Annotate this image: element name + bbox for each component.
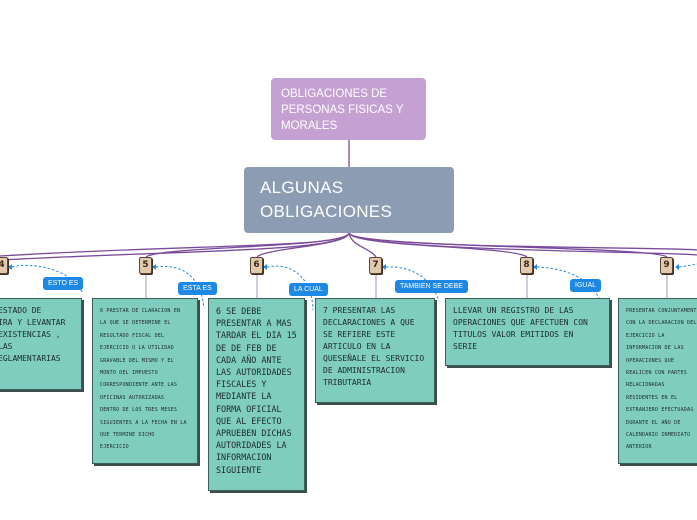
connector-branch-9c [348,232,697,256]
relation-tag-5[interactable]: ESTA ES [178,282,217,295]
number-badge-5[interactable]: 5 [139,257,152,274]
connector-branch-8 [348,232,528,258]
obligation-box-9[interactable]: PRESENTAR CONJUNTAMENTE CON LA DECLARACI… [618,298,697,464]
number-badge-6[interactable]: 6 [250,257,263,274]
obligation-text-7: 7 PRESENTAR LAS DECLARACIONES A QUE SE R… [323,306,425,387]
relation-tag-4[interactable]: ESTO ES [43,277,84,290]
relation-arrow-5 [155,265,205,309]
number-badge-4[interactable]: 4 [0,257,8,274]
relation-arrowhead-5 [152,264,156,270]
relation-arrow-8 [536,266,601,301]
number-badge-9[interactable]: 9 [660,257,673,274]
connector-branch-9b [348,232,697,251]
obligation-box-5[interactable]: 6 PRESTAR DE CLARACION EN LA QUE SE DETE… [92,298,198,464]
relation-arrow-6 [266,265,314,311]
relation-tag-7[interactable]: TAMBIEN SE DEBE [395,280,468,293]
relation-arrowhead-6 [263,264,267,270]
top-node-label: OBLIGACIONES DE PERSONAS FISICAS Y MORAL… [281,88,404,132]
relation-arrow-4 [11,264,83,293]
connector-branch-7 [348,232,377,258]
obligation-text-8: LLEVAR UN REGISTRO DE LAS OPERACIONES QU… [453,306,588,351]
obligation-box-6[interactable]: 6 SE DEBE PRESENTAR A MAS TARDAR EL DIA … [208,298,305,491]
obligation-text-9: PRESENTAR CONJUNTAMENTE CON LA DECLARACI… [626,308,697,451]
obligation-box-7[interactable]: 7 PRESENTAR LAS DECLARACIONES A QUE SE R… [315,298,435,403]
connector-branch-9 [348,232,668,258]
connector-branch-6 [256,232,350,258]
obligation-box-8[interactable]: LLEVAR UN REGISTRO DE LAS OPERACIONES QU… [445,298,610,366]
relation-arrow-9 [678,263,697,268]
connector-branch-5 [145,232,350,258]
obligation-text-4: ESTADO DE IRA Y LEVANTAR EXISTENCIAS , L… [0,306,66,363]
relation-arrowhead-7 [382,264,386,270]
main-node[interactable]: ALGUNAS OBLIGACIONES [244,167,454,233]
relation-tag-6[interactable]: LA CUAL [289,283,328,296]
obligation-box-4[interactable]: ESTADO DE IRA Y LEVANTAR EXISTENCIAS , L… [0,298,82,390]
main-node-label: ALGUNAS OBLIGACIONES [260,178,393,221]
relation-tag-8[interactable]: IGUAL [570,279,602,292]
obligation-text-6: 6 SE DEBE PRESENTAR A MAS TARDAR EL DIA … [216,306,297,475]
obligation-text-5: 6 PRESTAR DE CLARACION EN LA QUE SE DETE… [100,308,187,451]
connector-branch-4b [0,232,350,261]
relation-arrowhead-8 [533,264,537,270]
relation-arrowhead-4 [8,264,12,270]
relation-arrow-7 [385,266,440,302]
top-node[interactable]: OBLIGACIONES DE PERSONAS FISICAS Y MORAL… [271,78,426,140]
relation-arrowhead-9 [675,264,679,270]
number-badge-7[interactable]: 7 [369,257,382,274]
number-badge-8[interactable]: 8 [520,257,533,274]
